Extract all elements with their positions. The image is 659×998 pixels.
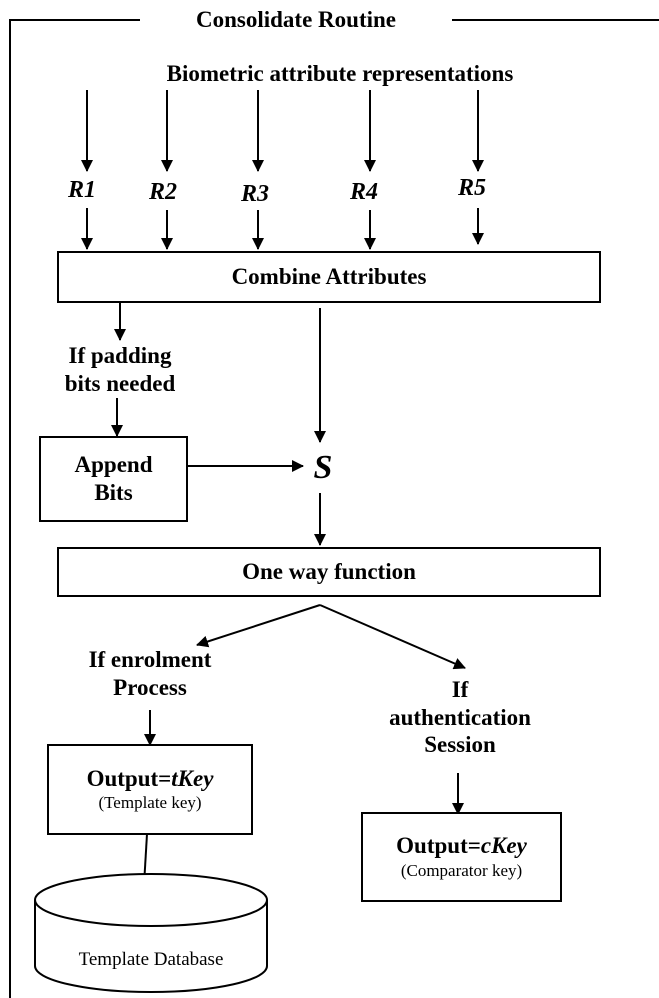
input-label-r4: R4 <box>350 179 379 205</box>
padding-line-1: If padding <box>68 343 172 368</box>
input-label-r2: R2 <box>149 179 178 205</box>
append-line-1: Append <box>74 452 153 478</box>
arrow-oneway-to-auth <box>319 604 466 670</box>
enrol-line-1: If enrolment <box>88 647 212 672</box>
auth-line-2: authentication <box>389 704 531 730</box>
tkey-name: tKey <box>171 765 214 791</box>
auth-line-3: Session <box>424 732 496 758</box>
combine-attributes-label: Combine Attributes <box>231 264 427 290</box>
enrolment-condition-label: If enrolment Process <box>60 646 240 701</box>
input-label-r1: R1 <box>68 177 97 203</box>
padding-condition-label: If padding bits needed <box>30 342 210 397</box>
ckey-caption: (Comparator key) <box>400 860 523 880</box>
input-label-r3: R3 <box>241 181 270 207</box>
frame-title: Consolidate Routine <box>140 6 452 34</box>
template-key-output-box: Output=tKey (Template key) <box>47 744 253 835</box>
comparator-key-output-box: Output=cKey (Comparator key) <box>361 812 562 902</box>
arrow-oneway-to-enrol <box>196 604 321 648</box>
ckey-prefix: Output= <box>396 833 481 859</box>
database-cylinder <box>34 873 268 993</box>
authentication-condition-label: If authentication Session <box>370 676 550 759</box>
one-way-function-label: One way function <box>242 559 416 585</box>
combine-attributes-box: Combine Attributes <box>57 251 601 303</box>
enrol-line-2: Process <box>113 674 187 700</box>
frame-border <box>9 19 140 998</box>
inputs-heading: Biometric attribute representations <box>166 61 514 86</box>
tkey-caption: (Template key) <box>98 793 202 813</box>
append-bits-box: Append Bits <box>39 436 188 522</box>
append-line-2: Bits <box>94 480 133 505</box>
tkey-prefix: Output= <box>86 765 172 791</box>
ckey-name: cKey <box>480 833 527 859</box>
auth-line-1: If <box>451 677 469 702</box>
template-database-label: Template Database <box>78 949 224 970</box>
input-label-r5: R5 <box>458 175 487 201</box>
one-way-function-box: One way function <box>57 547 601 597</box>
padding-line-2: bits needed <box>64 370 176 396</box>
s-node-label: S <box>313 449 333 486</box>
